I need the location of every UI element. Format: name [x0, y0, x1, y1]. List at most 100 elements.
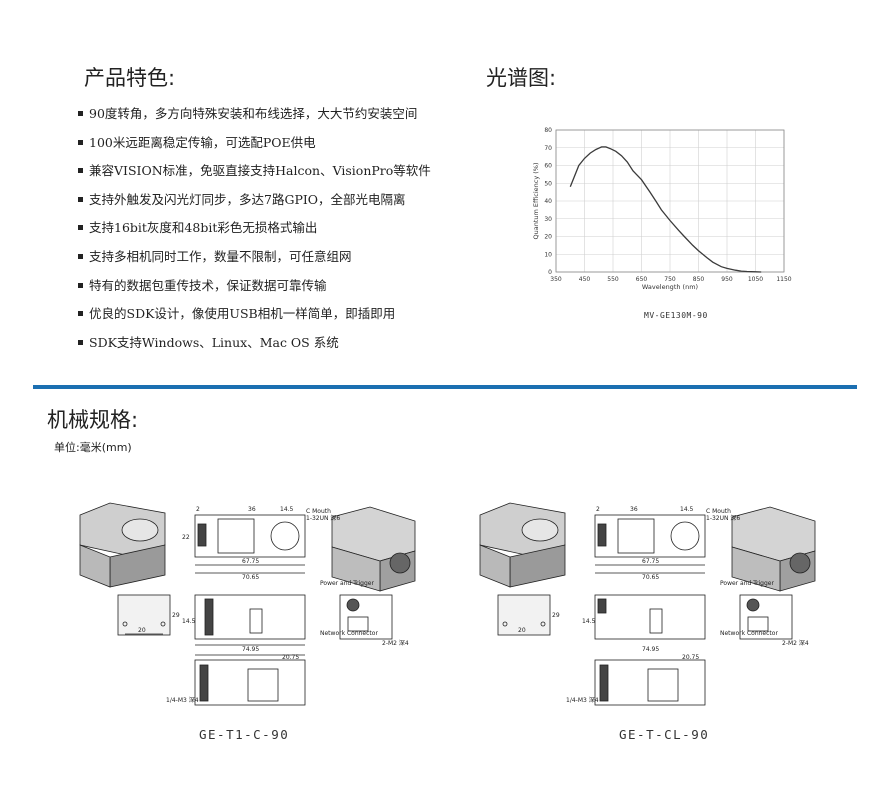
y-tick-label: 10: [544, 251, 552, 258]
camera-front-outline: [194, 514, 306, 574]
feature-text: 支持16bit灰度和48bit彩色无损格式输出: [89, 220, 318, 236]
dim-2: 2: [596, 506, 600, 513]
dim-m2: 2-M2 深4: [782, 639, 809, 647]
y-tick-label: 80: [544, 127, 552, 134]
feature-list: 90度转角，多方向特殊安装和布线选择，大大节约安装空间 100米远距离稳定传输，可…: [78, 104, 431, 361]
camera-bottom-outline: [594, 659, 706, 706]
dim-20-75: 20.75: [682, 654, 699, 661]
dim-14-5-top: 14.5: [182, 618, 196, 625]
feature-item: 100米远距离稳定传输，可选配POE供电: [78, 133, 431, 162]
x-tick-label: 350: [550, 276, 562, 283]
feature-item: 支持外触发及闪光灯同步，多达7路GPIO，全部光电隔离: [78, 190, 431, 219]
y-tick-label: 20: [544, 234, 552, 241]
dim-29-side: 29: [172, 612, 180, 619]
plot-frame: [555, 129, 785, 273]
dim-67-75: 67.75: [642, 558, 659, 565]
y-tick-label: 0: [548, 269, 552, 276]
bullet-icon: [78, 253, 83, 259]
dim-36: 36: [248, 506, 256, 513]
feature-text: SDK支持Windows、Linux、Mac OS 系统: [89, 334, 339, 350]
y-tick-label: 60: [544, 163, 552, 170]
y-tick-label: 40: [544, 198, 552, 205]
y-tick-label: 50: [544, 180, 552, 187]
feature-text: 优良的SDK设计，像使用USB相机一样简单，即插即用: [89, 306, 396, 322]
feature-item: 兼容VISION标准，免驱直接支持Halcon、VisionPro等软件: [78, 161, 431, 190]
qe-series-line: [569, 146, 762, 273]
camera-bottom-outline: [194, 659, 306, 706]
feature-item: 支持多相机同时工作，数量不限制，可任意组网: [78, 247, 431, 276]
label-power-trigger: Power and Trigger: [320, 580, 374, 587]
dim-70-65: 70.65: [242, 574, 259, 581]
feature-text: 100米远距离稳定传输，可选配POE供电: [89, 134, 316, 150]
mechanical-title: 机械规格:: [47, 408, 139, 432]
x-tick-label: 1150: [776, 276, 791, 283]
bullet-icon: [78, 111, 83, 116]
bullet-icon: [78, 139, 83, 145]
feature-text: 90度转角，多方向特殊安装和布线选择，大大节约安装空间: [89, 106, 418, 121]
dim-m2: 2-M2 深4: [382, 639, 409, 647]
bullet-icon: [78, 225, 83, 231]
section-divider: [33, 385, 857, 389]
x-axis-label: Wavelength (nm): [642, 283, 698, 291]
caption-ge-t1-c-90: GE-T1-C-90: [199, 727, 290, 742]
feature-item: 特有的数据包重传技术，保证数据可靠传输: [78, 276, 431, 305]
feature-item: 支持16bit灰度和48bit彩色无损格式输出: [78, 218, 431, 247]
dim-14-5: 14.5: [280, 506, 294, 513]
dim-c-thread: 1-32UN 深6: [306, 514, 340, 522]
feature-text: 支持外触发及闪光灯同步，多达7路GPIO，全部光电隔离: [89, 191, 406, 207]
dim-c-thread: 1-32UN 深6: [706, 514, 740, 522]
spectrum-caption: MV-GE130M-90: [644, 311, 708, 320]
drawing-ge-t-cl-90: 36 14.5 C Mouth 1-32UN 深6 2 67.75 70.65 …: [479, 502, 816, 706]
feature-item: 90度转角，多方向特殊安装和布线选择，大大节约安装空间: [78, 104, 431, 133]
dim-22: 22: [182, 534, 190, 541]
x-tick-label: 850: [693, 276, 705, 283]
caption-ge-t-cl-90: GE-T-CL-90: [619, 727, 710, 742]
x-tick-label: 1050: [748, 276, 763, 283]
dim-67-75: 67.75: [242, 558, 259, 565]
dim-74-95: 74.95: [642, 646, 659, 653]
dim-c-mouth: C Mouth: [706, 508, 731, 515]
y-axis-label: Quantum Efficiency (%): [532, 162, 540, 239]
dim-74-95: 74.95: [242, 646, 259, 653]
dim-36: 36: [630, 506, 638, 513]
camera-side-outline: [497, 594, 551, 636]
feature-item: 优良的SDK设计，像使用USB相机一样简单，即插即用: [78, 304, 431, 333]
camera-3d-rear-view: [731, 506, 816, 592]
camera-3d-front-view: [79, 502, 166, 588]
dim-2: 2: [196, 506, 200, 513]
x-tick-label: 650: [636, 276, 648, 283]
label-power-trigger: Power and Trigger: [720, 580, 774, 587]
x-tick-label: 750: [664, 276, 676, 283]
y-tick-label: 30: [544, 216, 552, 223]
spectrum-title: 光谱图:: [486, 66, 557, 90]
camera-3d-front-view: [479, 502, 566, 588]
bullet-icon: [78, 311, 83, 317]
bullet-icon: [78, 196, 83, 202]
dim-c-mouth: C Mouth: [306, 508, 331, 515]
dim-70-65: 70.65: [642, 574, 659, 581]
x-tick-label: 950: [721, 276, 733, 283]
camera-front-outline: [594, 514, 706, 574]
quantum-efficiency-chart: 350 450 550 650 750 850 950 1050 1150 0 10 20 30 40 50…: [532, 127, 792, 291]
feature-text: 特有的数据包重传技术，保证数据可靠传输: [89, 277, 327, 293]
bullet-icon: [78, 339, 83, 345]
camera-3d-rear-view: [331, 506, 416, 592]
dim-m3: 1/4-M3 深4: [166, 696, 199, 704]
feature-text: 兼容VISION标准，免驱直接支持Halcon、VisionPro等软件: [89, 163, 431, 179]
dim-20-side: 20: [518, 627, 526, 634]
feature-text: 支持多相机同时工作，数量不限制，可任意组网: [89, 248, 352, 264]
label-network-connector: Network Connector: [720, 630, 778, 637]
bullet-icon: [78, 168, 83, 174]
y-tick-label: 70: [544, 145, 552, 152]
x-tick-label: 550: [607, 276, 619, 283]
dim-14-5: 14.5: [680, 506, 694, 513]
feature-item: SDK支持Windows、Linux、Mac OS 系统: [78, 333, 431, 362]
label-network-connector: Network Connector: [320, 630, 378, 637]
x-tick-label: 450: [579, 276, 591, 283]
bullet-icon: [78, 282, 83, 288]
dim-20-75: 20.75: [282, 654, 299, 661]
dim-29-side: 29: [552, 612, 560, 619]
drawing-ge-t1-c-90: 36 14.5 C Mouth 1-32UN 深6 22 2 67.75 70.…: [79, 502, 416, 706]
features-title: 产品特色:: [84, 66, 176, 90]
dim-20-side: 20: [138, 627, 146, 634]
